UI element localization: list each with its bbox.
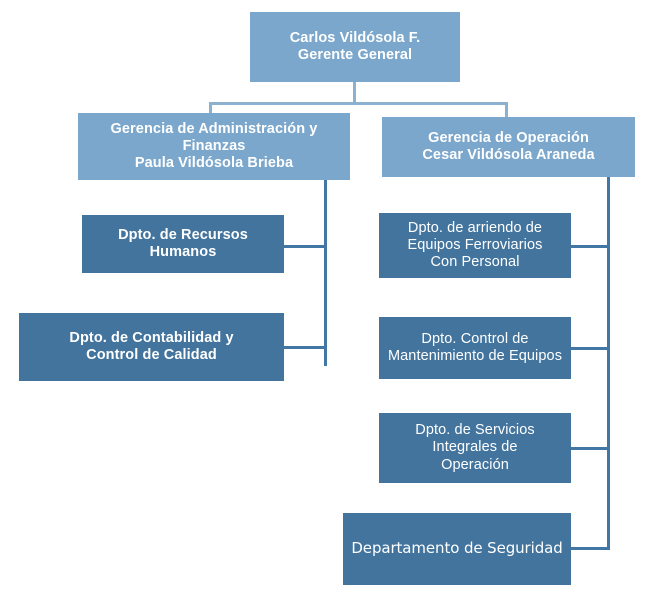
node-dpto-servicios-integrales-operacion[interactable]: Dpto. de Servicios Integrales de Operaci… bbox=[379, 413, 571, 483]
connector-to-gerencia-operacion bbox=[505, 102, 508, 117]
node-dpto-recursos-humanos[interactable]: Dpto. de Recursos Humanos bbox=[82, 215, 284, 273]
connector-ceo-bus bbox=[209, 102, 508, 105]
connector-branch-rrhh bbox=[283, 245, 327, 248]
node-dpto-contabilidad-control-calidad[interactable]: Dpto. de Contabilidad y Control de Calid… bbox=[19, 313, 284, 381]
node-dpto-arriendo-equipos-ferroviarios[interactable]: Dpto. de arriendo de Equipos Ferroviario… bbox=[379, 213, 571, 278]
node-gerencia-administracion-finanzas[interactable]: Gerencia de Administración y Finanzas Pa… bbox=[78, 113, 350, 180]
connector-branch-contabilidad bbox=[283, 346, 327, 349]
node-dpto-control-mantenimiento-equipos[interactable]: Dpto. Control de Mantenimiento de Equipo… bbox=[379, 317, 571, 379]
connector-branch-servicios bbox=[570, 447, 610, 450]
node-gerente-general[interactable]: Carlos Vildósola F. Gerente General bbox=[250, 12, 460, 82]
connector-left-trunk bbox=[324, 180, 327, 366]
connector-right-trunk bbox=[607, 177, 610, 550]
connector-to-gerencia-admin bbox=[209, 102, 212, 115]
connector-ceo-stem bbox=[353, 82, 356, 104]
connector-branch-seguridad bbox=[570, 547, 610, 550]
connector-branch-mantenimiento bbox=[570, 347, 610, 350]
node-gerencia-operacion[interactable]: Gerencia de Operación Cesar Vildósola Ar… bbox=[382, 117, 635, 177]
connector-branch-arriendo bbox=[570, 245, 610, 248]
node-departamento-seguridad[interactable]: Departamento de Seguridad bbox=[343, 513, 571, 585]
